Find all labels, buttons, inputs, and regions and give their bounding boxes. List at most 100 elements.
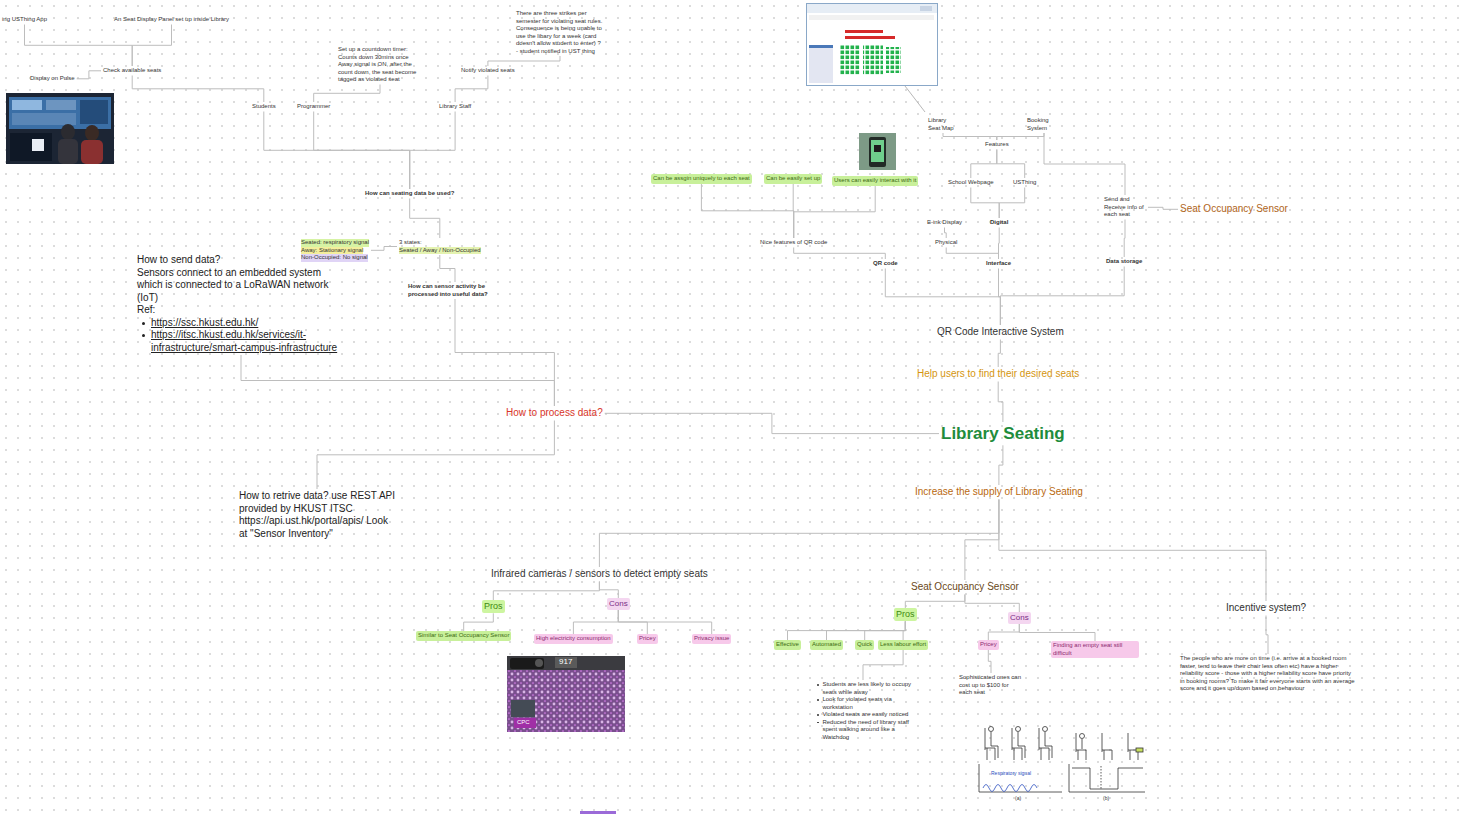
- branch-line: [25, 25, 133, 67]
- branch-line: [971, 150, 997, 179]
- con-tag: Finding an empty seat still difficult: [1051, 641, 1139, 658]
- branch-line: [971, 188, 999, 219]
- branch-line: [132, 76, 264, 103]
- branch-line: [997, 150, 1025, 179]
- bullet-dot: [817, 699, 819, 701]
- node-text: Can be assgin uniquely to each seat: [653, 175, 750, 183]
- node-text: Similar to Seat Occupancy Sensor: [418, 632, 509, 640]
- branch-line: [314, 85, 380, 103]
- node-text: Interface: [986, 260, 1011, 268]
- topic-node: E-ink Display: [925, 218, 964, 228]
- topic-node: Seat Occupancy Sensor: [909, 580, 1021, 595]
- pro-tag: Automated: [810, 640, 843, 650]
- branch-line: [965, 500, 999, 581]
- topic-node: Interface: [984, 259, 1013, 269]
- bullet-item: Students are less likely to occupy seats…: [814, 681, 912, 696]
- bullet-dot: [817, 714, 819, 716]
- node-text: Away: Stationary signal: [301, 247, 363, 255]
- node-text: Incentive system?: [1226, 602, 1306, 615]
- node-text: Look for violated seats via workstation: [822, 696, 912, 711]
- branch-line: [599, 500, 999, 568]
- bullet-item: https://ssc.hkust.edu.hk/: [137, 317, 345, 330]
- branch-line: [1124, 220, 1126, 258]
- node-text: Seat Occupancy Sensor: [911, 581, 1019, 594]
- branch-line: [988, 650, 991, 674]
- pro-tag: Less labour effort: [878, 640, 928, 650]
- node-text: 3 states:: [399, 239, 481, 247]
- bullet-item: Violated seats are easily noticed: [814, 711, 912, 719]
- branch-line: [573, 610, 618, 634]
- node-text: Pricey: [980, 641, 997, 649]
- node-text: High electricity consumption: [536, 635, 611, 643]
- topic-node: Programmer: [295, 102, 332, 112]
- node-text: Pricey: [639, 635, 656, 643]
- subfigure-label: (a): [1014, 795, 1022, 801]
- topic-node: Seated: respiratory signalAway: Stationa…: [299, 238, 371, 263]
- node-text: Library Seating: [941, 423, 1065, 444]
- node-text: An Seat Display Panel set up inside Libr…: [114, 16, 229, 24]
- topic-node: Physical: [933, 238, 959, 248]
- pro-tag: Can be easily set up: [764, 174, 822, 184]
- node-text: Help users to find their desired seats: [917, 368, 1079, 381]
- topic-node: QR code: [871, 259, 900, 269]
- node-text: How can sensor activity be processed int…: [408, 283, 502, 298]
- pro-tag: Similar to Seat Occupancy Sensor: [416, 631, 511, 641]
- branch-line: [264, 112, 410, 190]
- node-text: https://itsc.hkust.edu.hk/services/it-in…: [151, 329, 345, 354]
- node-text: Send and Receive info of each seat: [1104, 196, 1146, 219]
- topic-node: Sophisticated ones can cost up to $100 f…: [957, 673, 1025, 698]
- branch-line: [903, 621, 905, 640]
- node-text: There are three strikes per semester for…: [516, 10, 604, 55]
- node-text: Increase the supply of Library Seating: [915, 486, 1083, 499]
- node-text: Cons: [1010, 613, 1029, 623]
- branch-line: [827, 621, 906, 640]
- branch-line: [371, 247, 397, 251]
- node-text: E-ink Display: [927, 219, 962, 227]
- bullet-dot: [817, 722, 819, 724]
- node-text: How to process data?: [506, 407, 603, 420]
- branch-line: [999, 500, 1266, 602]
- bullet-item: https://itsc.hkust.edu.hk/services/it-in…: [137, 329, 345, 354]
- branch-line: [599, 582, 618, 599]
- branch-line: [132, 25, 171, 67]
- signal-label: Respiratory signal: [990, 770, 1032, 776]
- branch-line: [618, 610, 711, 634]
- node-text: Library Staff: [439, 103, 471, 111]
- branch-line: [455, 299, 554, 406]
- branch-line: [885, 269, 1000, 326]
- display-photo: [6, 93, 114, 164]
- photo-caption: 917: [558, 657, 573, 667]
- node-text: Seated: respiratory signal: [301, 239, 369, 247]
- branch-line: [1000, 267, 1124, 326]
- node-text: Notify violated seats: [461, 67, 515, 75]
- node-text: Non-Occupied: No signal: [301, 254, 368, 262]
- branch-line: [1044, 133, 1125, 195]
- branch-line: [1019, 624, 1095, 641]
- branch-line: [988, 624, 1019, 640]
- pro-tag: Effective: [774, 640, 801, 650]
- qr-phone-photo: [859, 133, 896, 170]
- topic-node: An Seat Display Panel set up inside Libr…: [112, 15, 231, 25]
- topic-node: QR Code Interactive System: [935, 325, 1066, 340]
- branch-line: [314, 112, 410, 190]
- bullet-item: Look for violated seats via workstation: [814, 696, 912, 711]
- pro-tag: Can be assgin uniquely to each seat: [651, 174, 752, 184]
- branch-line: [999, 445, 1003, 485]
- node-text: Cons: [609, 599, 628, 609]
- branch-line: [241, 355, 554, 406]
- topic-node: Data storage: [1104, 257, 1144, 267]
- node-text: Students: [252, 103, 276, 111]
- branch-line: [317, 421, 554, 490]
- pros-tag: Pros: [894, 608, 917, 621]
- node-text: How to send data?: [137, 254, 345, 267]
- pro-tag: Quick: [855, 640, 874, 650]
- topic-node: How to process data?: [504, 406, 605, 421]
- topic-node: Digital: [988, 218, 1010, 228]
- topic-node: Students: [250, 102, 278, 112]
- node-text: Reduced the need of library staff spent …: [822, 719, 912, 742]
- topic-node: Display on Pulse: [28, 74, 77, 84]
- node-text: Data storage: [1106, 258, 1142, 266]
